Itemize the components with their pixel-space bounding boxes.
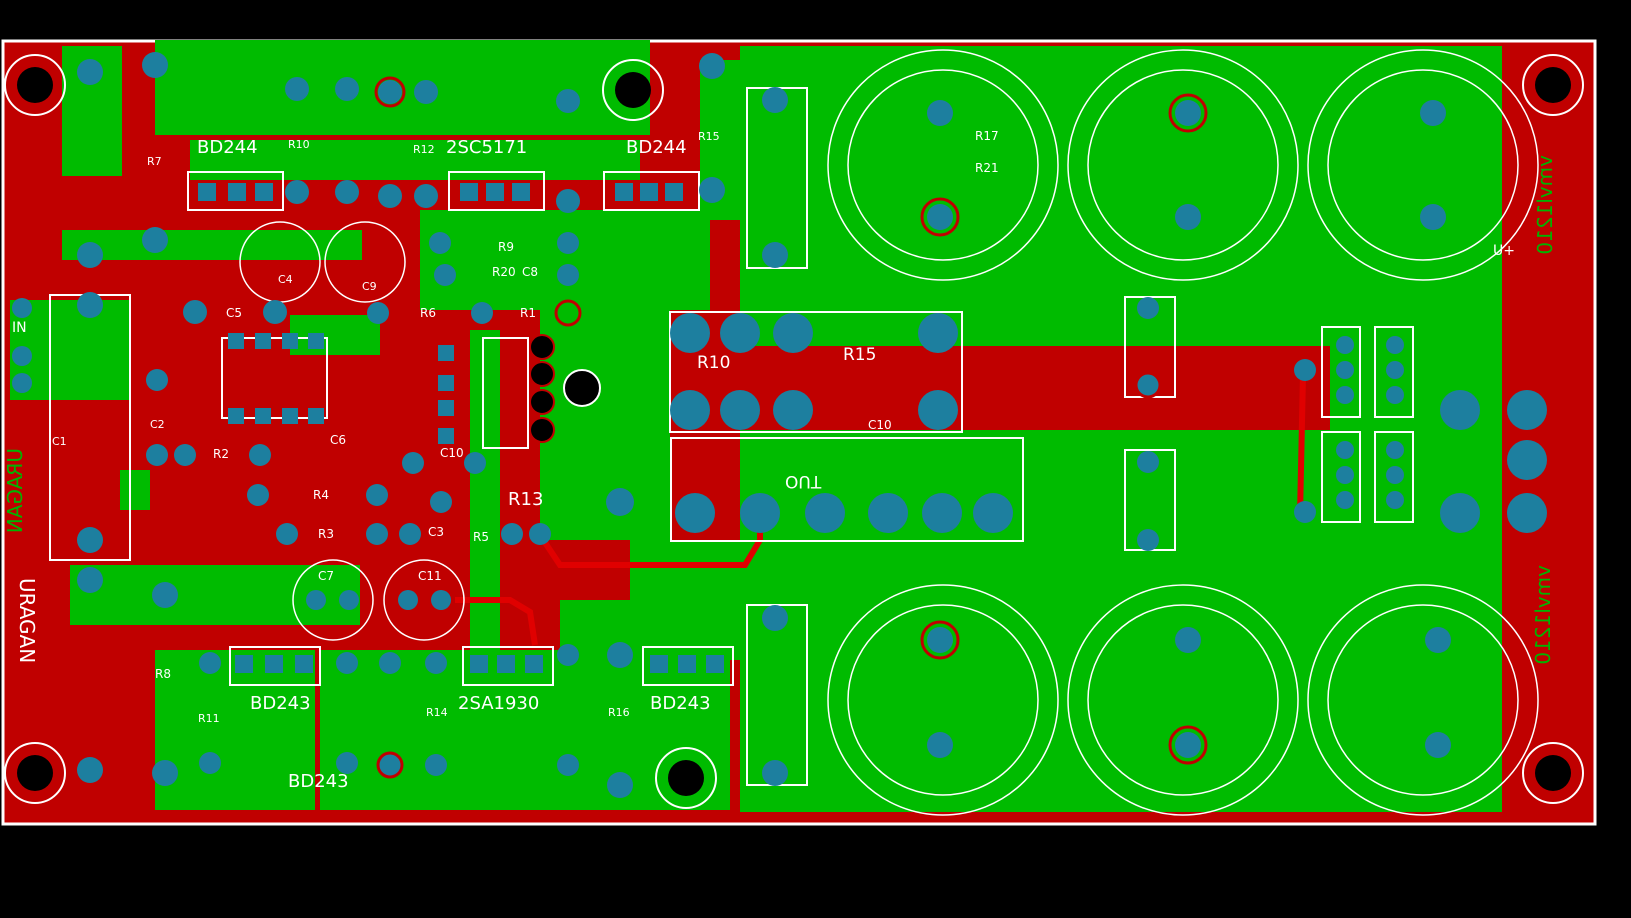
label-r15-top: R15 <box>698 130 720 143</box>
label-r10-top: R10 <box>288 138 310 151</box>
label-in: IN <box>12 320 27 336</box>
label-bd243-bottom: BD243 <box>288 771 349 792</box>
label-c9: C9 <box>362 280 377 293</box>
label-r1: R1 <box>520 306 536 320</box>
label-2sc5171: 2SC5171 <box>446 137 527 158</box>
label-c6: C6 <box>330 433 346 447</box>
label-c3: C3 <box>428 525 444 539</box>
label-c8: C8 <box>522 265 538 279</box>
label-r10-mid: R10 <box>697 353 730 373</box>
label-vmvl-bottom: vmvl1210 <box>1531 565 1555 665</box>
label-r15-mid: R15 <box>843 345 876 365</box>
label-uragan: URAGAN <box>15 578 39 663</box>
label-c1: C1 <box>52 435 67 448</box>
label-r6: R6 <box>420 306 436 320</box>
label-r13: R13 <box>508 489 543 510</box>
label-c11: C11 <box>418 569 442 583</box>
label-r7: R7 <box>147 155 162 168</box>
label-r12: R12 <box>413 143 435 156</box>
label-r17: R17 <box>975 129 999 143</box>
label-bd243-b: BD243 <box>650 693 711 714</box>
mounting-holes <box>4 54 1584 809</box>
label-r2: R2 <box>213 447 229 461</box>
label-c10-mid: C10 <box>440 446 464 460</box>
pads <box>12 52 1547 798</box>
label-c2: C2 <box>150 418 165 431</box>
label-2sa1930: 2SA1930 <box>458 693 539 714</box>
label-vmvl-top: vmvl1210 <box>1533 155 1557 255</box>
label-u-plus: +U <box>1493 243 1515 259</box>
label-r20: R20 <box>492 265 516 279</box>
label-bd244-left: BD244 <box>197 137 258 158</box>
label-r14: R14 <box>426 706 448 719</box>
label-r5: R5 <box>473 530 489 544</box>
label-r11: R11 <box>198 712 220 725</box>
filter-capacitors <box>239 49 1539 816</box>
label-bd243-a: BD243 <box>250 693 311 714</box>
label-bd244-right: BD244 <box>626 137 687 158</box>
label-c5: C5 <box>226 306 242 320</box>
label-r3: R3 <box>318 527 334 541</box>
label-r9: R9 <box>498 240 514 254</box>
label-r8: R8 <box>155 667 171 681</box>
label-c10-right: C10 <box>868 418 892 432</box>
silkscreen-labels: BD244 2SC5171 BD244 R7 R10 R12 R15 R17 R… <box>3 129 1557 792</box>
label-r4: R4 <box>313 488 329 502</box>
label-uragan-mirror: URAGAN <box>3 448 27 533</box>
component-outlines <box>49 87 1414 786</box>
label-c4: C4 <box>278 273 293 286</box>
label-r21: R21 <box>975 161 999 175</box>
label-out: OUT <box>785 471 822 491</box>
label-r16: R16 <box>608 706 630 719</box>
label-c7: C7 <box>318 569 334 583</box>
